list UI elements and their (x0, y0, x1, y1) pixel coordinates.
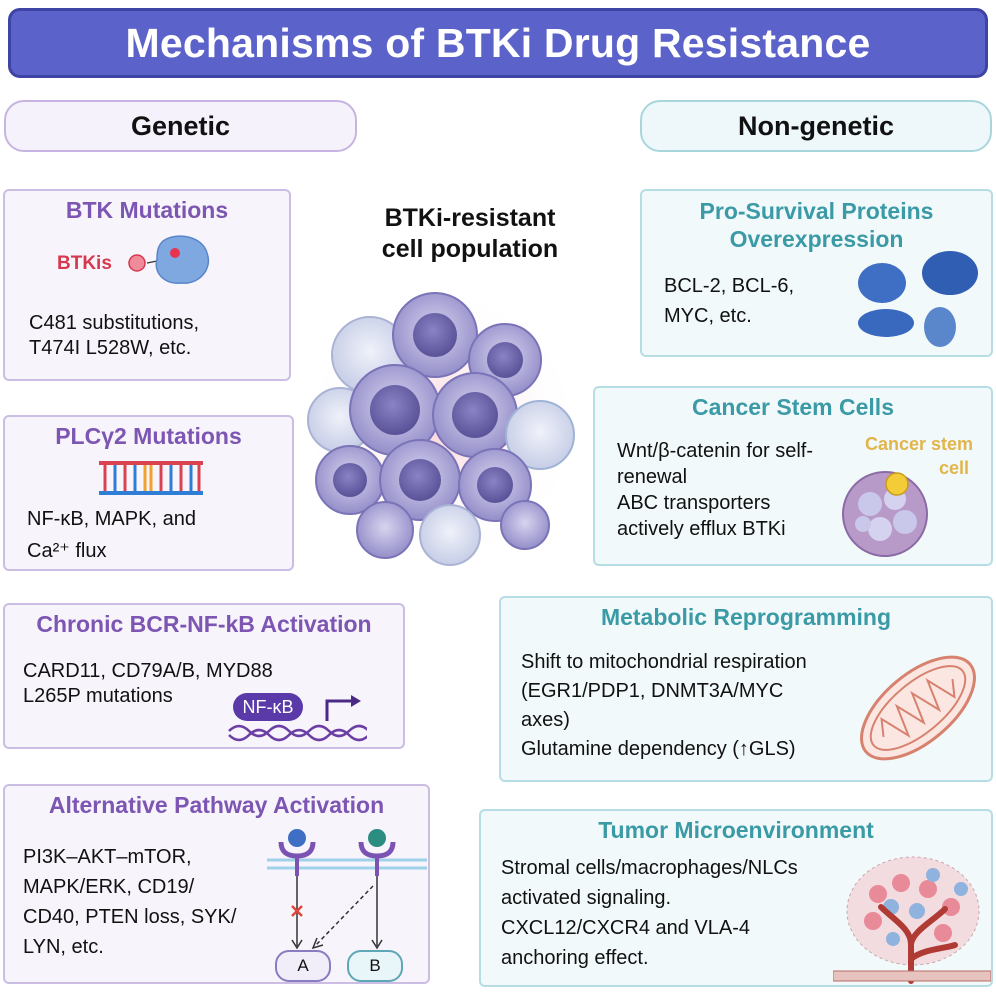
receptor-a-icon (278, 829, 316, 950)
tme-line1: Stromal cells/macrophages/NLCs (501, 857, 798, 879)
genetic-header: Genetic (4, 100, 357, 152)
node-a: A (275, 950, 331, 982)
pro-line2: MYC, etc. (664, 305, 752, 327)
pro-heading: Pro-Survival Proteins Overexpression (642, 197, 991, 253)
csc-line1: Wnt/β-catenin for self- (617, 440, 814, 462)
meta-text: Shift to mitochondrial respiration (EGR1… (521, 648, 807, 764)
nfkb-badge: NF-κB (233, 693, 303, 721)
center-title: BTKi-resistant cell population (340, 203, 600, 265)
meta-line4: Glutamine dependency (↑GLS) (521, 738, 796, 760)
meta-line2: (EGR1/PDP1, DNMT3A/MYC (521, 680, 784, 702)
tme-text: Stromal cells/macrophages/NLCs activated… (501, 853, 798, 973)
plc-mutations-card: PLCγ2 Mutations NF-κB, MAPK, and Ca²⁺ fl… (3, 415, 294, 571)
meta-line3: axes) (521, 709, 570, 731)
tme-heading: Tumor Microenvironment (598, 817, 874, 843)
alt-line3: CD40, PTEN loss, SYK/ (23, 906, 237, 928)
pro-text: BCL-2, BCL-6, MYC, etc. (664, 271, 794, 331)
pathway-diagram (267, 829, 427, 950)
bcr-activation-card: Chronic BCR-NF-kB Activation CARD11, CD7… (3, 603, 405, 749)
btk-text: C481 substitutions, T474I L528W, etc. (29, 311, 199, 361)
csc-callout: Cancer stem cell (849, 432, 989, 480)
plc-line2: Ca²⁺ flux (27, 540, 107, 562)
meta-heading: Metabolic Reprogramming (600, 604, 892, 630)
page-title: Mechanisms of BTKi Drug Resistance (125, 19, 871, 66)
mitochondrion-icon (860, 655, 976, 761)
tumor-microenvironment-icon (833, 856, 991, 984)
meta-line1: Shift to mitochondrial respiration (521, 651, 807, 673)
title-banner: Mechanisms of BTKi Drug Resistance (8, 8, 988, 78)
bcr-text: CARD11, CD79A/B, MYD88 L265P mutations (23, 659, 273, 709)
node-b: B (347, 950, 403, 982)
pro-line1: BCL-2, BCL-6, (664, 275, 795, 297)
csc-callout-line1: Cancer stem (864, 434, 974, 454)
receptor-b-icon (311, 829, 396, 950)
btk-mutations-card: BTK Mutations BTKis C481 substitutions, … (3, 189, 291, 381)
alt-text: PI3K–AKT–mTOR, MAPK/ERK, CD19/ CD40, PTE… (23, 842, 236, 962)
node-b-label: B (369, 956, 381, 975)
dna-icon (99, 461, 203, 495)
non-genetic-header: Non-genetic (640, 100, 992, 152)
btkis-label: BTKis (57, 253, 112, 274)
btk-protein-icon (128, 235, 210, 284)
cell-group (307, 292, 575, 566)
genetic-label: Genetic (130, 110, 231, 141)
center-title-line1: BTKi-resistant (384, 204, 556, 232)
csc-callout-line2: cell (938, 458, 970, 478)
tme-line3: CXCL12/CXCR4 and VLA-4 (501, 917, 751, 939)
alt-line1: PI3K–AKT–mTOR, (23, 846, 192, 868)
metabolic-card: Metabolic Reprogramming Shift to mitocho… (499, 596, 993, 782)
tme-line4: anchoring effect. (501, 947, 649, 969)
cancer-stem-card: Cancer Stem Cells Wnt/β-catenin for self… (593, 386, 993, 566)
protein-cluster-icon (858, 251, 978, 347)
alt-line4: LYN, etc. (23, 936, 104, 958)
pro-heading-line1: Pro-Survival Proteins (699, 198, 934, 224)
plc-line1: NF-κB, MAPK, and (27, 508, 196, 530)
bcr-line1: CARD11, CD79A/B, MYD88 (23, 660, 273, 682)
non-genetic-label: Non-genetic (737, 110, 894, 141)
btk-line1: C481 substitutions, (29, 312, 200, 334)
tme-card: Tumor Microenvironment Stromal cells/mac… (479, 809, 993, 987)
plc-heading: PLCγ2 Mutations (55, 423, 242, 449)
tme-line2: activated signaling. (501, 887, 672, 909)
center-title-line2: cell population (381, 235, 559, 263)
btk-heading: BTK Mutations (65, 197, 229, 223)
stem-cell-cluster-icon (842, 471, 928, 557)
nfkb-badge-label: NF-κB (242, 696, 294, 717)
alt-pathway-card: Alternative Pathway Activation PI3K–AKT–… (3, 784, 430, 984)
alt-heading: Alternative Pathway Activation (48, 792, 385, 818)
pro-survival-card: Pro-Survival Proteins Overexpression BCL… (640, 189, 993, 357)
alt-line2: MAPK/ERK, CD19/ (23, 876, 195, 898)
bcr-line2: L265P mutations (23, 685, 173, 707)
plc-text: NF-κB, MAPK, and Ca²⁺ flux (27, 503, 196, 567)
csc-line2: renewal (617, 466, 688, 488)
csc-text: Wnt/β-catenin for self- renewal ABC tran… (617, 438, 813, 542)
csc-heading: Cancer Stem Cells (692, 394, 894, 420)
cell-cluster-illustration (302, 285, 582, 566)
csc-line3: ABC transporters (617, 492, 771, 514)
nfkb-gene-icon (228, 695, 367, 742)
node-a-label: A (297, 956, 309, 975)
btk-line2: T474I L528W, etc. (29, 337, 192, 359)
csc-line4: actively efflux BTKi (617, 518, 786, 540)
pro-heading-line2: Overexpression (729, 226, 904, 252)
bcr-heading: Chronic BCR-NF-kB Activation (36, 611, 372, 637)
